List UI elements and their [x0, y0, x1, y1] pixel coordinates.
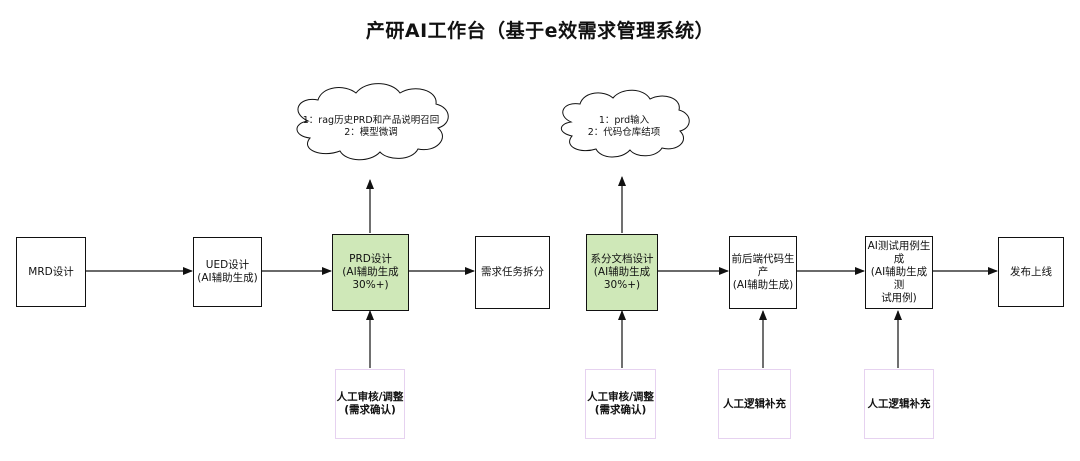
- node-release-label: 发布上线: [1010, 265, 1052, 278]
- node-mrd-design: MRD设计: [16, 237, 86, 307]
- cloud-shape-prd: [296, 83, 449, 161]
- node-manual-logic-2-label: 人工逻辑补充: [867, 397, 931, 410]
- node-prd-label: PRD设计 (AI辅助生成 30%+): [342, 253, 399, 291]
- node-manual-logic-1: 人工逻辑补充: [718, 369, 791, 439]
- node-system-doc-label: 系分文档设计 (AI辅助生成 30%+): [590, 253, 654, 291]
- cloud-note-sys-line-1: 1：prd输入: [598, 115, 650, 126]
- node-prd-design: PRD设计 (AI辅助生成 30%+): [332, 234, 409, 311]
- node-ued-design: UED设计 (AI辅助生成): [193, 237, 262, 307]
- node-test-case-generation: AI测试用例生 成 (AI辅助生成测 试用例): [865, 236, 933, 309]
- node-code-generation: 前后端代码生 产 (AI辅助生成): [729, 236, 797, 309]
- cloud-note-sys: 1：prd输入 2：代码仓库结项: [566, 115, 682, 139]
- node-test-case-label: AI测试用例生 成 (AI辅助生成测 试用例): [867, 240, 931, 304]
- node-code-generation-label: 前后端代码生 产 (AI辅助生成): [731, 253, 795, 291]
- node-ued-label: UED设计 (AI辅助生成): [197, 259, 258, 284]
- cloud-note-prd-line-1: 1：rag历史PRD和产品说明召回: [302, 115, 440, 126]
- node-manual-logic-2: 人工逻辑补充: [864, 369, 934, 439]
- node-release: 发布上线: [998, 237, 1064, 307]
- cloud-note-prd-line-2: 2：模型微调: [344, 127, 398, 138]
- node-manual-review-2: 人工审核/调整 (需求确认): [585, 369, 656, 439]
- cloud-shape-sys: [560, 89, 690, 158]
- node-requirement-split-label: 需求任务拆分: [481, 266, 544, 278]
- node-manual-review-2-label: 人工审核/调整 (需求确认): [587, 391, 654, 416]
- node-manual-review-1-label: 人工审核/调整 (需求确认): [336, 391, 404, 416]
- node-system-doc-design: 系分文档设计 (AI辅助生成 30%+): [586, 234, 658, 311]
- node-requirement-split: 需求任务拆分: [475, 236, 550, 309]
- node-manual-logic-1-label: 人工逻辑补充: [723, 397, 786, 410]
- node-mrd-label: MRD设计: [28, 265, 74, 278]
- diagram-title: 产研AI工作台（基于e效需求管理系统）: [365, 20, 715, 42]
- cloud-note-prd: 1：rag历史PRD和产品说明召回 2：模型微调: [296, 115, 446, 139]
- node-manual-review-1: 人工审核/调整 (需求确认): [335, 369, 405, 439]
- cloud-note-sys-line-2: 2：代码仓库结项: [587, 127, 661, 138]
